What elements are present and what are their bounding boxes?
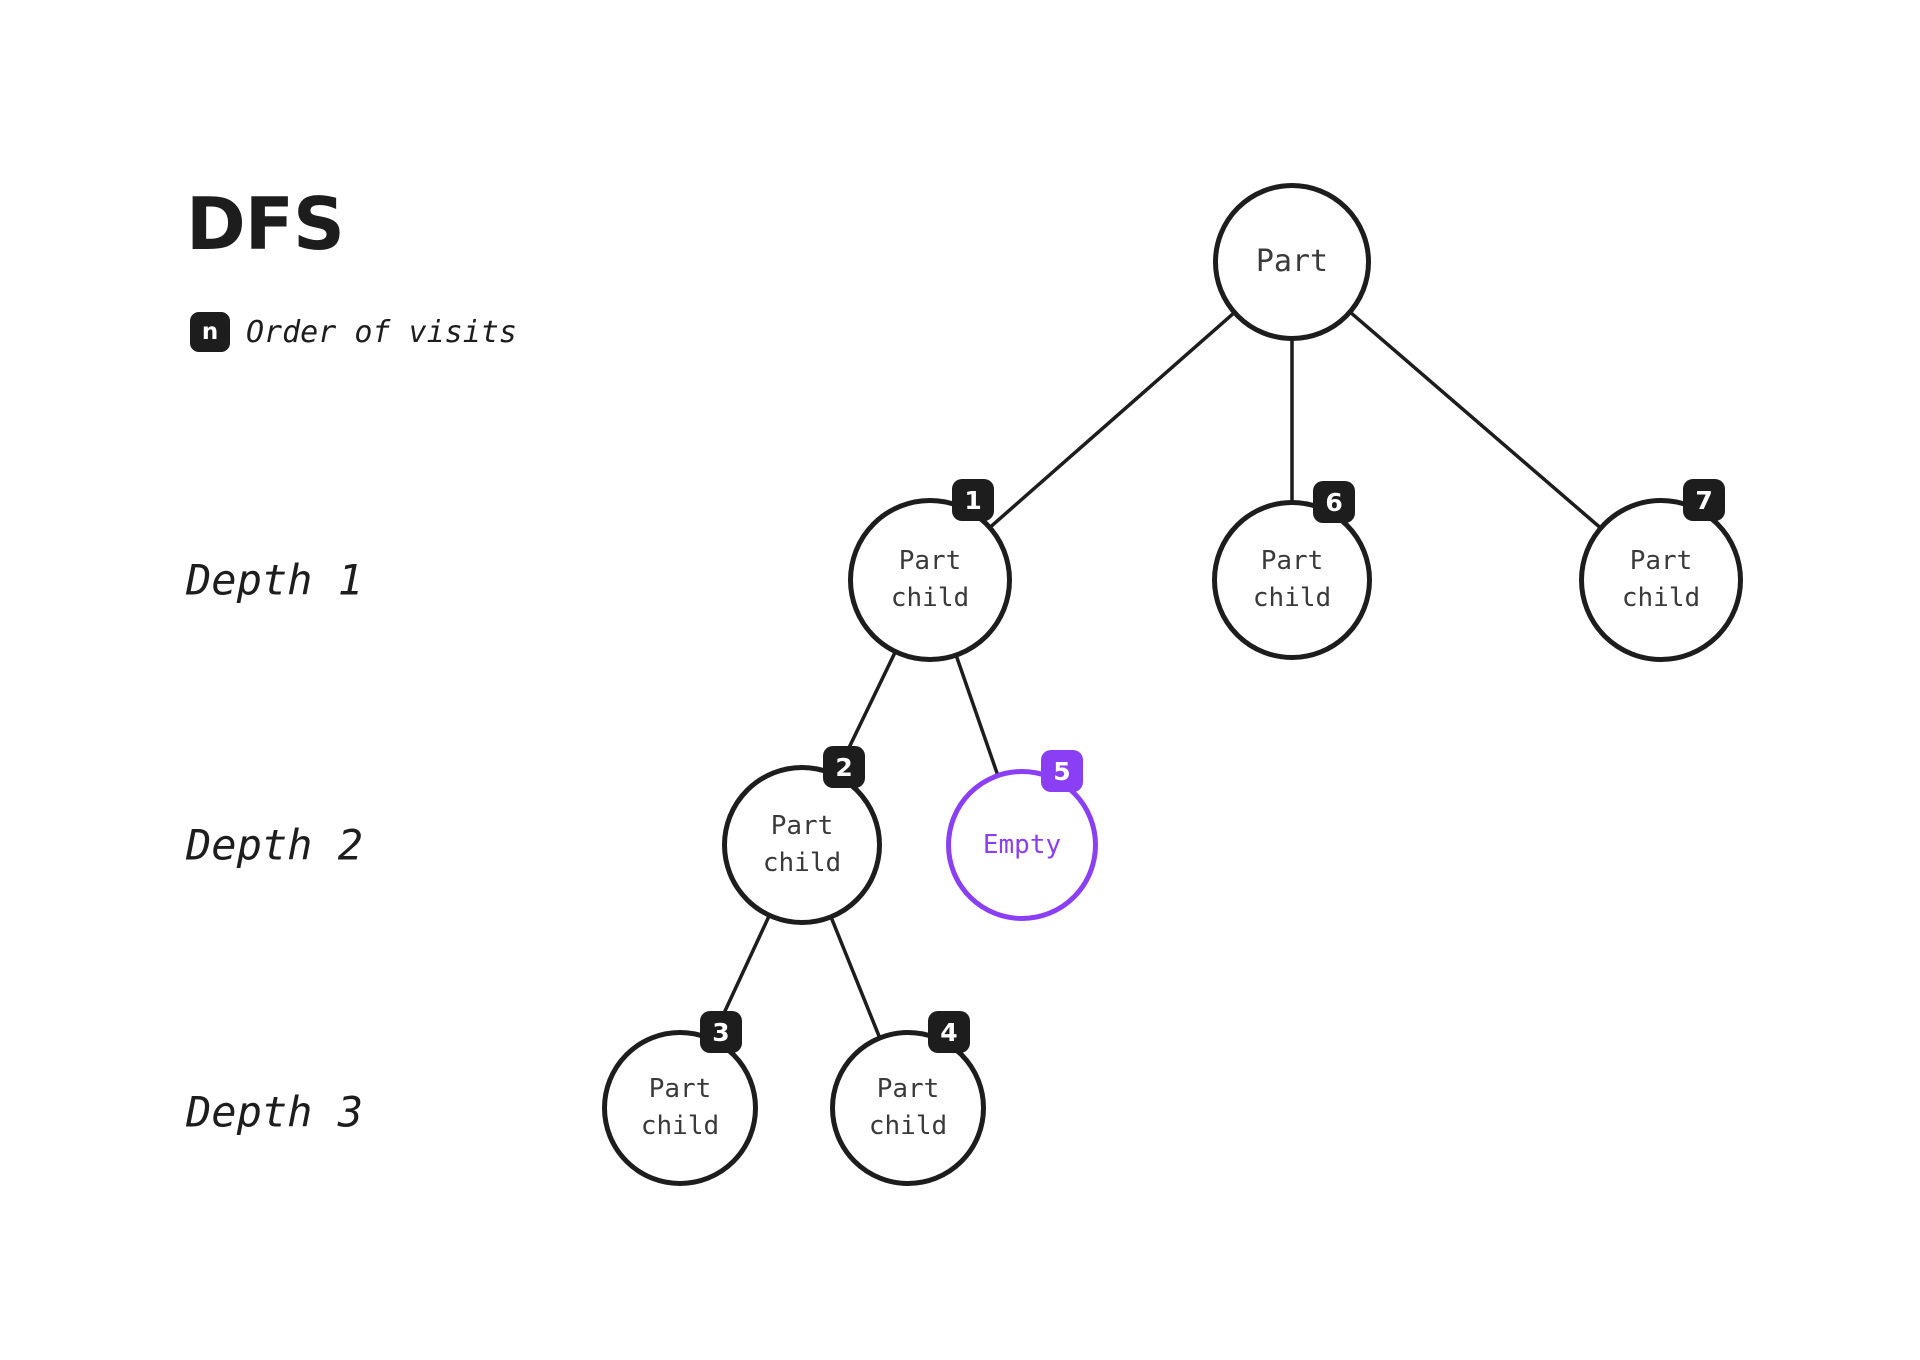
node-label-line: Part	[1255, 243, 1329, 279]
tree-node-root[interactable]: Part	[1213, 183, 1371, 341]
visit-order-badge-5: 5	[1040, 750, 1083, 792]
legend-label: Order of visits	[246, 314, 517, 350]
node-label-line: Empty	[982, 829, 1062, 860]
node-label-line: Part	[648, 1074, 712, 1105]
depth-label-2: Depth 2	[186, 820, 364, 870]
legend: n Order of visits	[190, 312, 517, 352]
tree-node-n1[interactable]: Part child	[848, 498, 1012, 662]
page-title: DFS	[186, 182, 345, 266]
node-label-line: Part	[898, 546, 962, 577]
visit-order-badge-2: 2	[823, 746, 866, 788]
tree-node-n2[interactable]: Part child	[722, 765, 882, 925]
node-label-line: Part	[876, 1074, 940, 1105]
tree-edge-n1-n5	[954, 654, 1000, 776]
tree-node-n6[interactable]: Part child	[1212, 500, 1372, 660]
node-label-line: child	[1621, 583, 1701, 613]
tree-edge-n2-n4	[829, 916, 881, 1039]
visit-order-badge-7: 7	[1683, 479, 1726, 521]
tree-edge-root-n1	[989, 311, 1236, 529]
node-label-line: child	[762, 848, 842, 878]
tree-edge-root-n7	[1349, 311, 1602, 529]
node-label-line: Part	[1260, 546, 1324, 577]
node-label-line: child	[640, 1111, 720, 1141]
tree-node-n3[interactable]: Part child	[602, 1030, 758, 1186]
node-label-line: child	[868, 1111, 948, 1141]
visit-order-badge-1: 1	[952, 479, 995, 521]
tree-node-n7[interactable]: Part child	[1579, 498, 1743, 662]
node-label-line: child	[1252, 583, 1332, 613]
depth-label-3: Depth 3	[186, 1087, 364, 1137]
tree-node-n4[interactable]: Part child	[830, 1030, 986, 1186]
node-label-line: Part	[770, 811, 834, 842]
visit-order-badge-4: 4	[928, 1011, 970, 1053]
visit-order-badge-6: 6	[1313, 481, 1356, 523]
legend-badge-icon: n	[190, 312, 230, 352]
node-label-line: child	[890, 583, 970, 613]
depth-label-1: Depth 1	[186, 555, 364, 605]
tree-node-n5[interactable]: Empty	[946, 769, 1098, 921]
visit-order-badge-3: 3	[700, 1011, 742, 1053]
node-label-line: Part	[1629, 546, 1693, 577]
